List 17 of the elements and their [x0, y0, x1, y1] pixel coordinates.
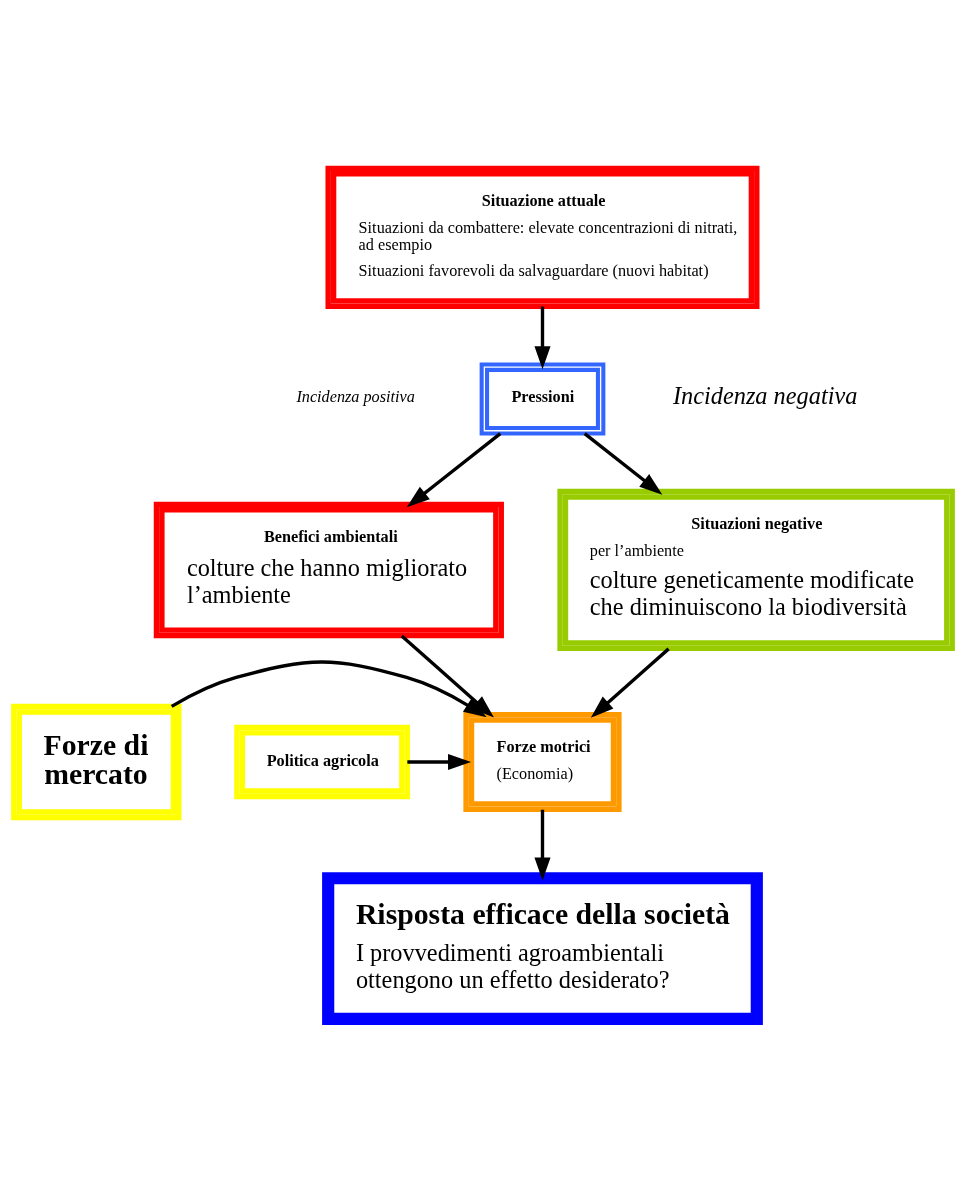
arrow: [406, 432, 502, 508]
node-box: Forze di mercato: [11, 703, 182, 821]
node-box: Risposta efficace della società I provvedimenti agroambientali ottengono un effetto desiderato?: [322, 872, 763, 1025]
node-box: Situazione attuale Situazioni da combattere: elevate concentrazioni di nitrati, ad esempio Situazioni favorevoli da salvaguardare (nuovi habitat): [325, 165, 760, 310]
label: Incidenza negativa: [672, 381, 858, 409]
arrow: [407, 753, 472, 771]
arrow: [534, 809, 551, 881]
node-box: Pressioni: [479, 362, 606, 436]
arrow: [590, 647, 670, 718]
node-box: Benefici ambientali colture che hanno migliorato l’ambiente: [153, 501, 504, 639]
node-box: Forze motrici (Economia): [463, 711, 622, 812]
arrow: [534, 306, 551, 370]
node-box: Politica agricola: [234, 724, 410, 800]
label: Incidenza positiva: [296, 387, 415, 406]
node-box: Situazioni negative per l’ambiente colture geneticamente modificate che diminuiscono la biodiversità: [557, 488, 955, 652]
arrow: [583, 432, 663, 495]
arrow: [170, 660, 487, 718]
